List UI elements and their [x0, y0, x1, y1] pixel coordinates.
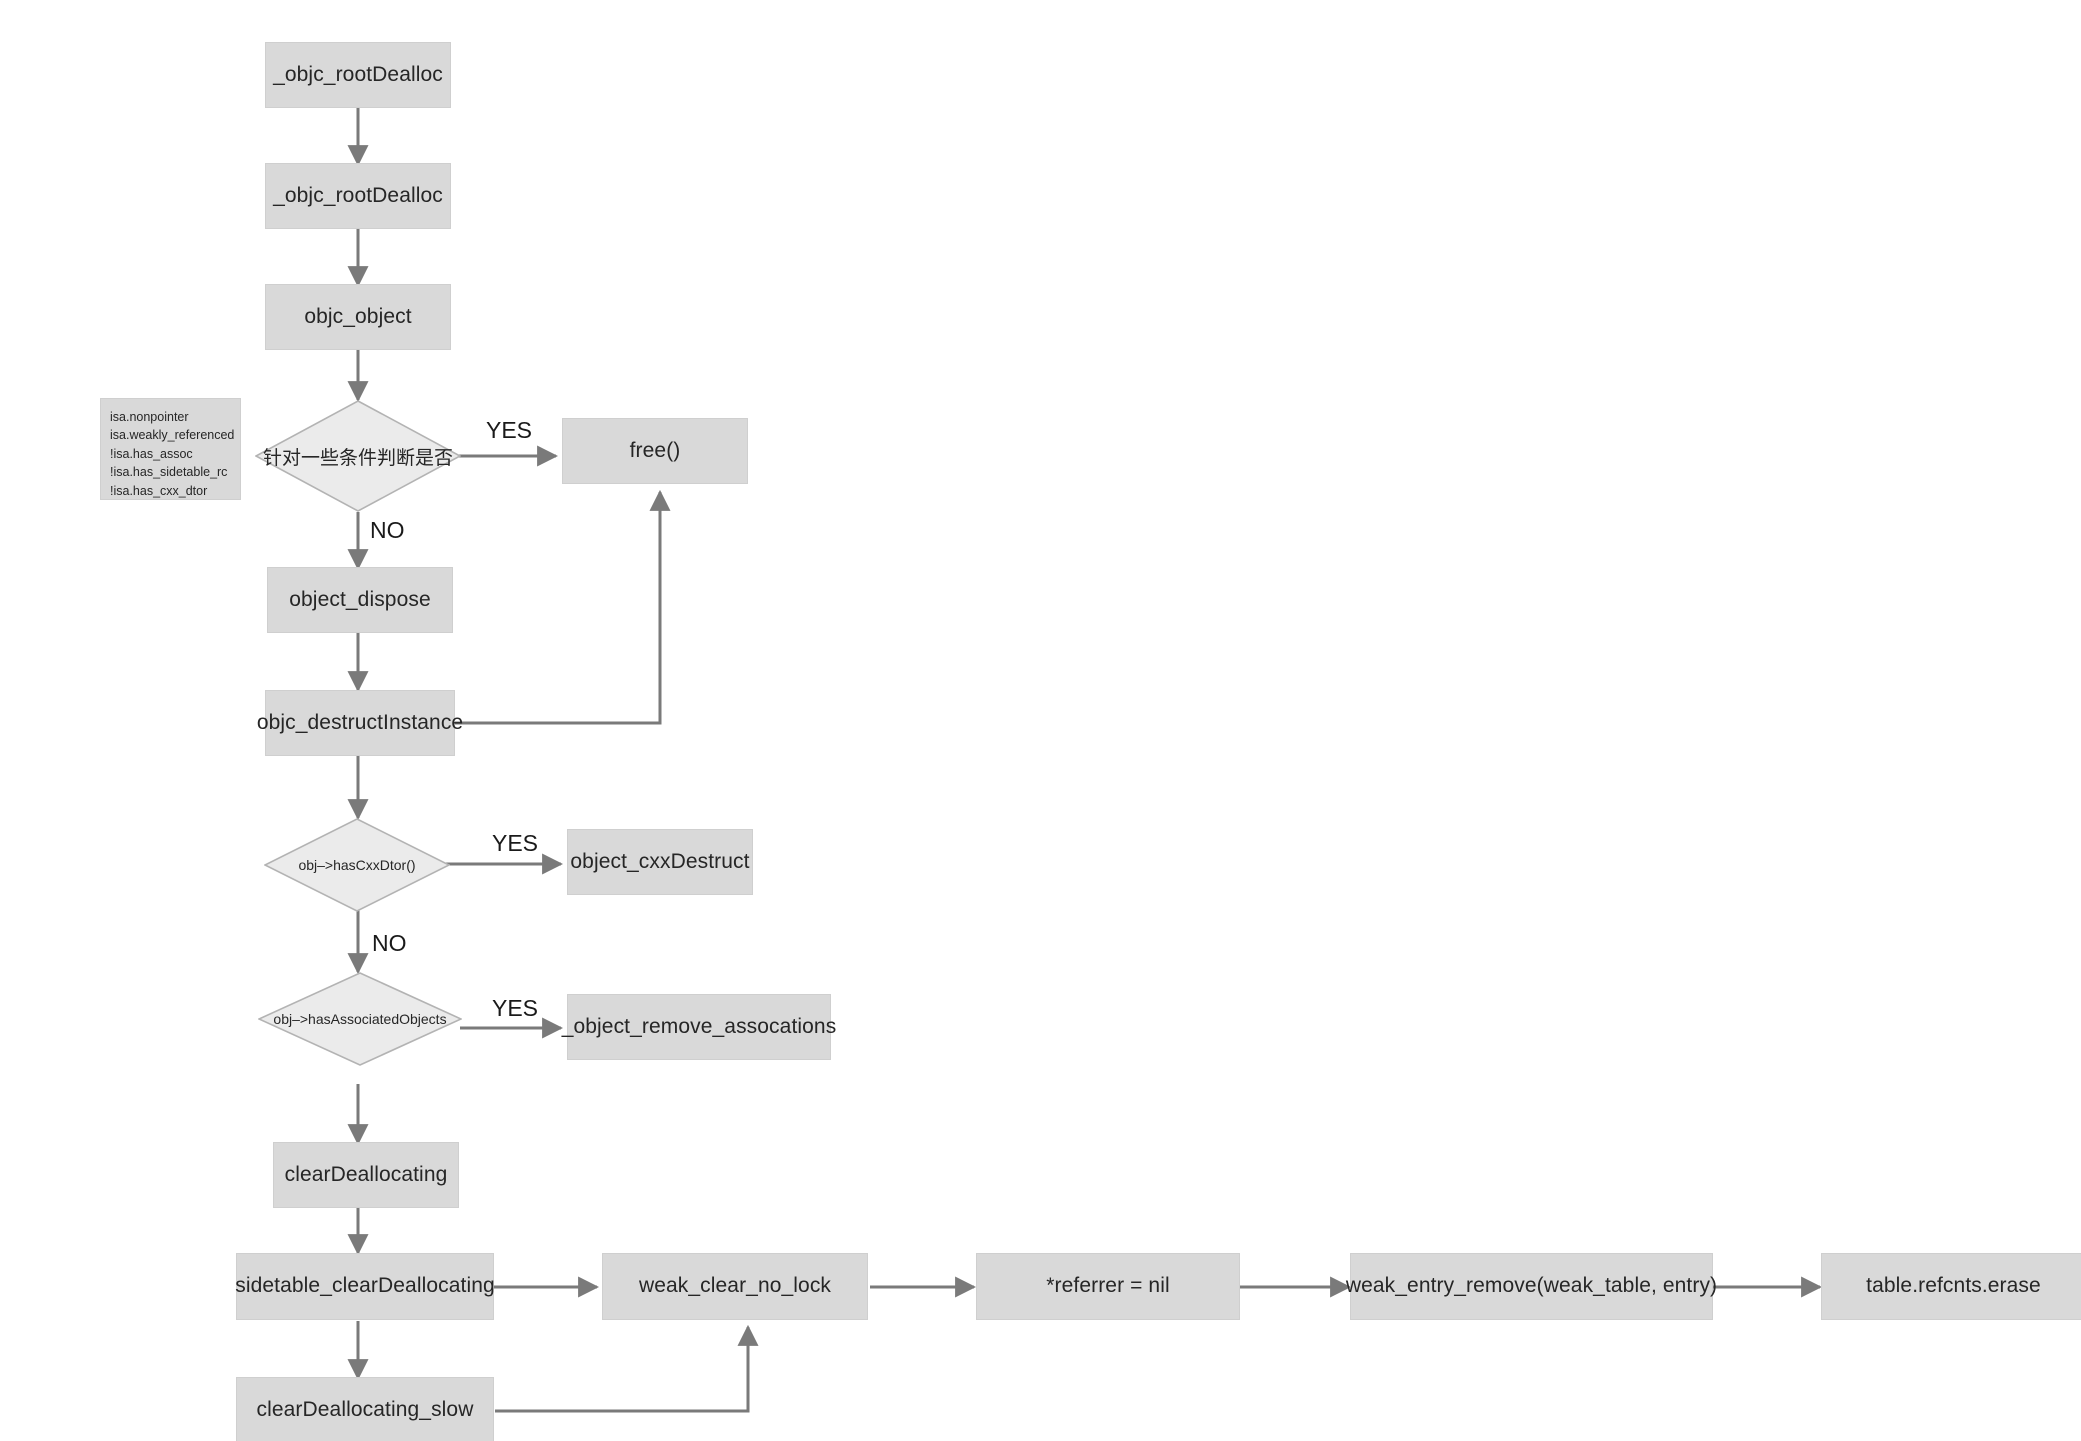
node-table-refcnts-erase[interactable]: table.refcnts.erase: [1821, 1253, 2081, 1320]
node-object-dispose[interactable]: object_dispose: [267, 567, 453, 633]
node-weak-clear-no-lock[interactable]: weak_clear_no_lock: [602, 1253, 868, 1320]
node-objc-destructinstance[interactable]: objc_destructInstance: [257, 690, 463, 756]
decision-condition-check[interactable]: 针对一些条件判断是否: [255, 400, 461, 512]
node-objc-rootdealloc-1[interactable]: _objc_rootDealloc: [265, 42, 451, 108]
diamond-shape: [258, 972, 462, 1066]
node-free[interactable]: free(): [562, 418, 748, 484]
node-referrer-nil[interactable]: *referrer = nil: [976, 1253, 1240, 1320]
note-isa-conditions: isa.nonpointer isa.weakly_referenced !is…: [100, 398, 241, 500]
decision-has-associated-objects[interactable]: obj–>hasAssociatedObjects: [258, 972, 462, 1066]
edge-label-yes-condition: YES: [486, 417, 533, 443]
node-object-remove-assocations[interactable]: _object_remove_assocations: [562, 994, 836, 1060]
node-objc-rootdealloc-2[interactable]: _objc_rootDealloc: [265, 163, 451, 229]
edge-label-no-cxx-dtor: NO: [372, 930, 407, 956]
edge-label-yes-associated-objects: YES: [492, 995, 539, 1021]
node-sidetable-cleardeallocating[interactable]: sidetable_clearDeallocating: [235, 1253, 495, 1320]
diamond-shape: [255, 400, 461, 512]
decision-has-cxx-dtor[interactable]: obj–>hasCxxDtor(): [264, 818, 450, 912]
node-object-cxxdestruct[interactable]: object_cxxDestruct: [567, 829, 753, 895]
diamond-shape: [264, 818, 450, 912]
node-objc-object[interactable]: objc_object: [265, 284, 451, 350]
node-weak-entry-remove[interactable]: weak_entry_remove(weak_table, entry): [1346, 1253, 1717, 1320]
node-cleardeallocating-slow[interactable]: clearDeallocating_slow: [236, 1377, 494, 1441]
node-cleardeallocating[interactable]: clearDeallocating: [273, 1142, 459, 1208]
edge-label-yes-cxx-dtor: YES: [492, 830, 539, 856]
edge-label-no-condition: NO: [370, 517, 405, 543]
